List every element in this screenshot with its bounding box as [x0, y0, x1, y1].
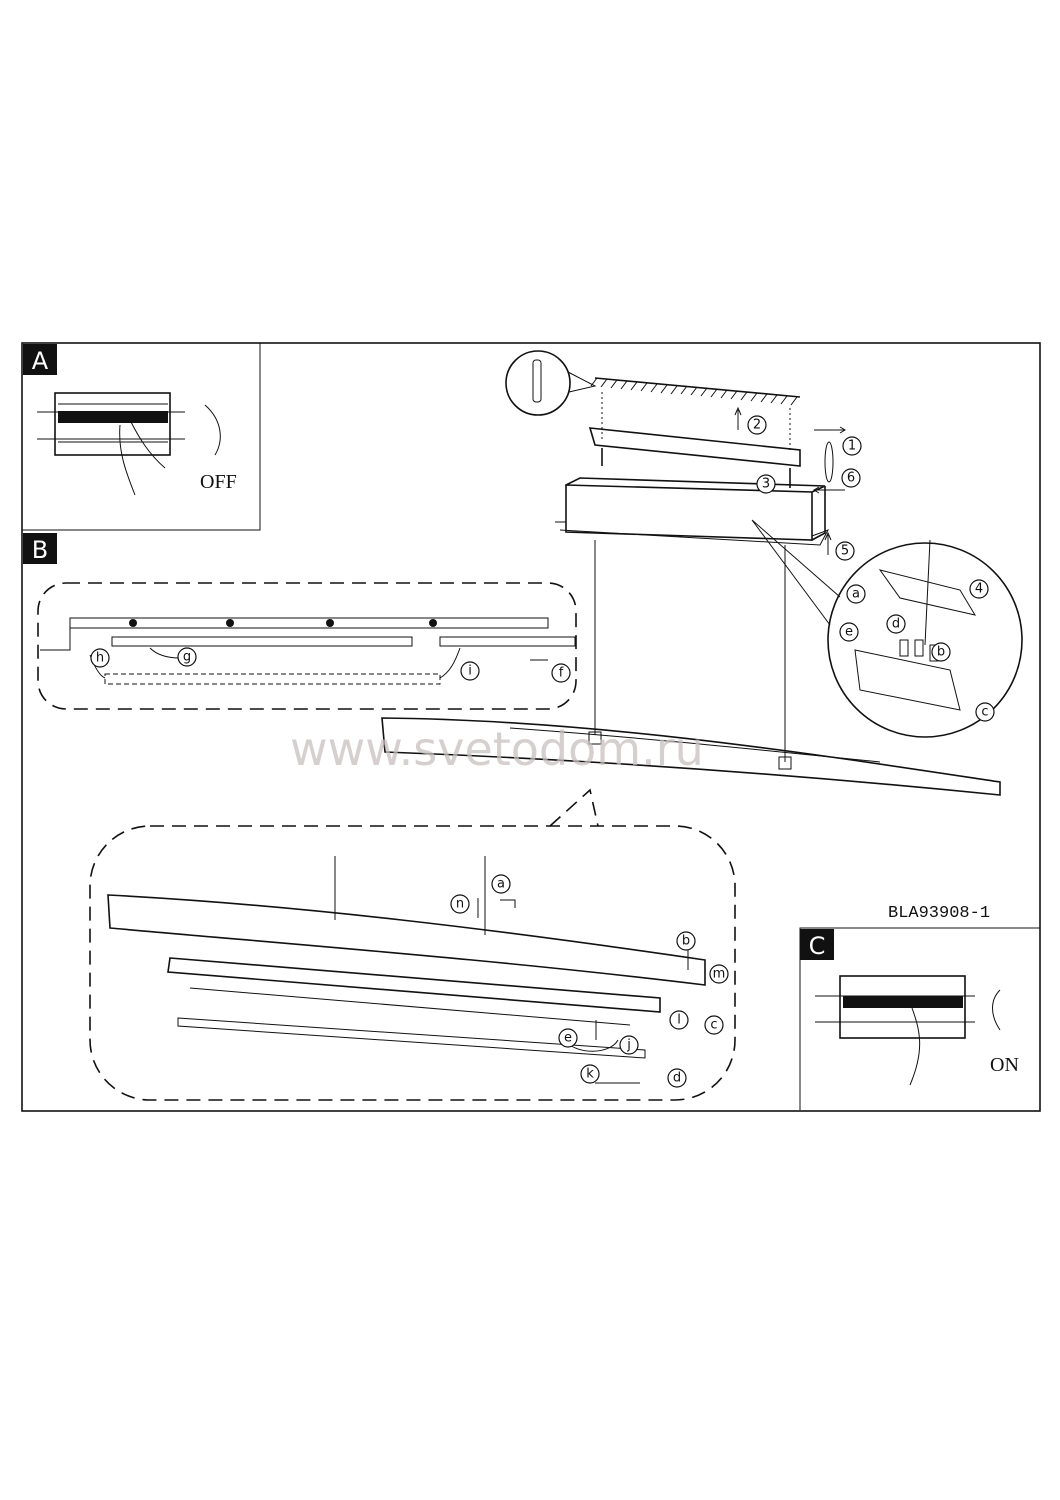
led-strip-detail-frame — [37, 582, 577, 710]
panel-c-label: C — [809, 932, 826, 960]
detail-callout-a: a — [491, 874, 511, 894]
arrow-up-icon — [992, 989, 1001, 1031]
panel-a-label: A — [32, 347, 49, 375]
svg-text:1: 1 — [848, 439, 856, 454]
detail-diffuser — [177, 987, 646, 1059]
svg-text:b: b — [682, 934, 690, 949]
svg-text:a: a — [852, 587, 860, 602]
mag-callout-a: a — [846, 584, 866, 604]
svg-text:f: f — [559, 666, 564, 681]
model-code: BLA93908-1 — [888, 904, 990, 923]
svg-text:j: j — [626, 1038, 631, 1053]
terminal-cover — [878, 569, 977, 616]
terminal-block-magnifier: 4 a b c d e — [751, 519, 1023, 738]
detail-frame — [89, 825, 736, 1101]
panel-c: C ON — [799, 927, 1040, 1110]
panel-a: A OFF — [22, 343, 261, 531]
svg-text:b: b — [937, 645, 945, 660]
svg-text:4: 4 — [975, 582, 983, 597]
mag-callout-c: c — [975, 702, 995, 722]
hand-icon — [909, 1007, 921, 1086]
panel-b-label: B — [32, 536, 48, 564]
detail-callout-k: k — [580, 1064, 600, 1084]
detail-callout-c: c — [704, 1015, 724, 1035]
terminal-block — [854, 649, 961, 711]
step-6: 6 — [841, 468, 861, 488]
svg-text:n: n — [456, 897, 464, 912]
lamp-bar — [381, 540, 1001, 796]
ceiling-hatch — [590, 377, 798, 406]
hand-icon — [119, 419, 166, 496]
detail-led-profile — [167, 957, 661, 1013]
svg-text:6: 6 — [847, 471, 855, 486]
wall-plug-magnifier — [505, 350, 571, 416]
detail-callout-e: e — [558, 1028, 578, 1048]
ceiling-mount: 1 2 3 5 6 — [505, 350, 862, 561]
step-4: 4 — [969, 579, 989, 599]
svg-text:2: 2 — [753, 418, 761, 433]
outer-frame — [21, 342, 1041, 1112]
detail-callout-d: d — [667, 1068, 687, 1088]
detail-callout-b: b — [676, 931, 696, 951]
circuit-breaker-icon — [815, 975, 975, 1039]
svg-text:e: e — [845, 625, 853, 640]
callout-f: f — [551, 663, 571, 683]
step-1: 1 — [842, 436, 862, 456]
watermark: www.svetodom.ru — [290, 722, 704, 776]
svg-text:d: d — [892, 617, 900, 632]
led-strip — [40, 617, 576, 685]
svg-text:c: c — [981, 705, 988, 720]
callout-g: g — [177, 647, 197, 667]
circuit-breaker-icon — [37, 392, 185, 456]
panel-b-tag — [23, 533, 57, 564]
panel-a-tag — [23, 344, 57, 375]
svg-text:3: 3 — [762, 477, 770, 492]
detail-bar-housing — [107, 894, 706, 986]
svg-text:m: m — [713, 967, 726, 982]
svg-text:c: c — [710, 1018, 717, 1033]
lamp-detail: BLA93908-1 a n b m l c e j k d — [89, 788, 990, 1101]
svg-text:g: g — [183, 650, 191, 665]
mag-callout-e: e — [839, 622, 859, 642]
canopy — [565, 477, 826, 541]
panel-c-tag — [800, 929, 834, 960]
screwdriver-icon — [924, 539, 931, 646]
svg-text:h: h — [96, 651, 104, 666]
mag-callout-b: b — [931, 642, 951, 662]
step-3: 3 — [756, 474, 776, 494]
off-label: OFF — [200, 471, 237, 493]
step-2: 2 — [747, 415, 767, 435]
mag-callout-d: d — [886, 614, 906, 634]
detail-callout-l: l — [669, 1010, 689, 1030]
mounting-bracket — [588, 427, 801, 467]
callout-h: h — [90, 648, 110, 668]
svg-text:k: k — [586, 1067, 594, 1082]
on-label: ON — [990, 1054, 1019, 1076]
step-5: 5 — [835, 541, 855, 561]
svg-text:d: d — [673, 1071, 681, 1086]
wall-plug-icon — [532, 359, 542, 403]
detail-callout-m: m — [709, 964, 729, 984]
detail-callout-j: j — [619, 1035, 639, 1055]
panel-b: B h g i f — [23, 533, 577, 710]
svg-text:l: l — [677, 1013, 681, 1028]
svg-text:e: e — [564, 1031, 572, 1046]
arrow-down-icon — [204, 404, 221, 456]
svg-text:a: a — [497, 877, 505, 892]
detail-callout-n: n — [450, 894, 470, 914]
svg-text:i: i — [468, 664, 472, 679]
svg-text:5: 5 — [841, 544, 849, 559]
callout-i: i — [460, 661, 480, 681]
